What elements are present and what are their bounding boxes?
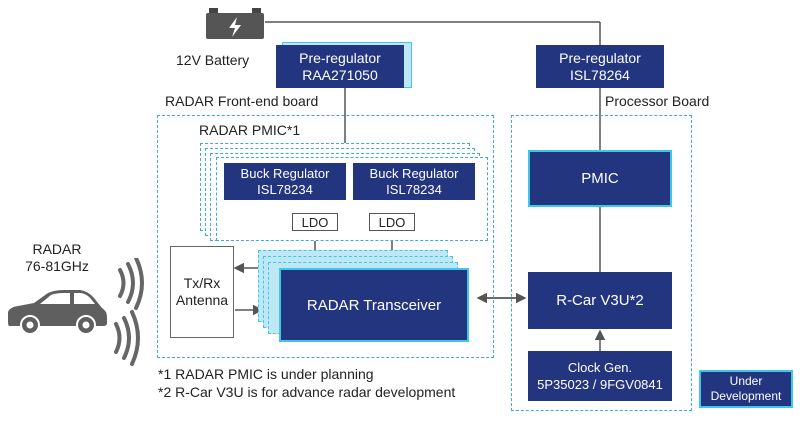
- pmic-block: PMIC: [528, 150, 672, 207]
- footnote-1: *1 RADAR PMIC is under planning: [158, 366, 374, 382]
- buck-regulator-right: Buck Regulator ISL78234: [353, 163, 475, 200]
- processor-board-outline: [511, 115, 692, 411]
- tx-rx-antenna: Tx/Rx Antenna: [170, 246, 234, 338]
- clock-generator: Clock Gen. 5P35023 / 9FGV0841: [528, 351, 672, 401]
- legend-line2: Development: [710, 389, 782, 403]
- clock-line1: Clock Gen.: [567, 360, 633, 375]
- ldo-left: LDO: [292, 213, 338, 231]
- prereg-left-line1: Pre-regulator: [299, 49, 381, 66]
- antenna-line2: Antenna: [175, 292, 229, 308]
- prereg-right-line1: Pre-regulator: [559, 49, 641, 66]
- car-icon: [8, 290, 107, 335]
- antenna-line1: Tx/Rx: [183, 275, 221, 291]
- buck-right-line2: ISL78234: [386, 181, 442, 197]
- footnote-2: *2 R-Car V3U is for advance radar develo…: [158, 384, 456, 400]
- frontend-board-outline: [157, 115, 494, 358]
- buck-left-line1: Buck Regulator: [240, 165, 330, 181]
- pmic-block-label: PMIC: [581, 170, 619, 187]
- buck-right-line1: Buck Regulator: [369, 165, 459, 181]
- prereg-left-line2: RAA271050: [302, 66, 378, 83]
- legend-under-development: Under Development: [699, 370, 793, 408]
- prereg-right: Pre-regulator ISL78264: [536, 45, 664, 88]
- prereg-left: Pre-regulator RAA271050: [276, 45, 404, 88]
- radar-label: RADAR 76-81GHz: [20, 241, 94, 275]
- battery-label: 12V Battery: [176, 52, 250, 68]
- legend-line1: Under: [729, 374, 763, 388]
- pmic-group-label: RADAR PMIC*1: [199, 122, 301, 138]
- buck-left-line2: ISL78234: [257, 181, 313, 197]
- buck-regulator-left: Buck Regulator ISL78234: [224, 163, 346, 200]
- rcar-v3u: R-Car V3U*2: [528, 272, 672, 329]
- radar-transceiver: RADAR Transceiver: [279, 268, 469, 342]
- radio-waves-icon: [114, 258, 144, 366]
- frontend-board-label: RADAR Front-end board: [165, 93, 319, 109]
- rcar-v3u-label: R-Car V3U*2: [556, 292, 644, 309]
- prereg-right-line2: ISL78264: [570, 66, 630, 83]
- processor-board-label: Processor Board: [605, 93, 710, 109]
- radar-line2: 76-81GHz: [25, 258, 89, 274]
- radar-transceiver-label: RADAR Transceiver: [306, 296, 442, 314]
- battery-icon: [206, 8, 264, 39]
- radar-line1: RADAR: [32, 241, 82, 257]
- clock-line2: 5P35023 / 9FGV0841: [537, 377, 663, 392]
- ldo-right: LDO: [369, 213, 415, 231]
